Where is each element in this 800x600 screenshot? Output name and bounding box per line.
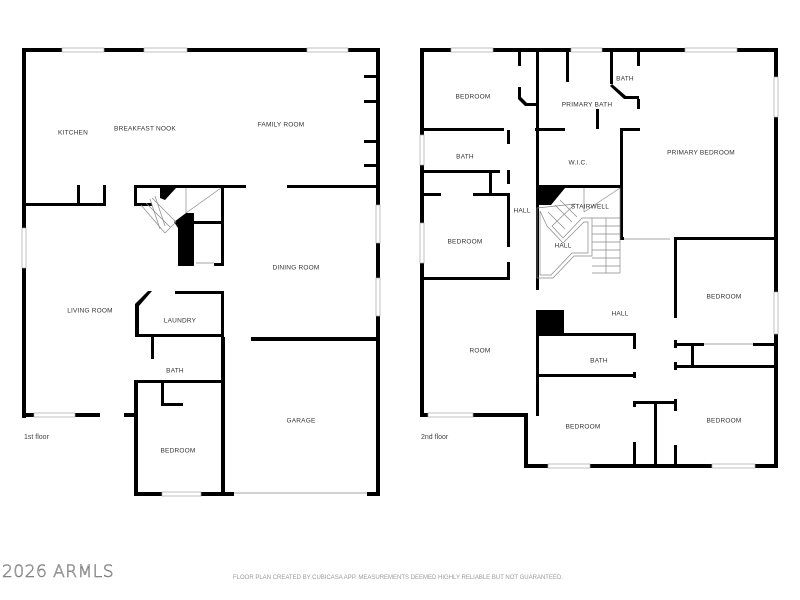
room-label-room: ROOM xyxy=(469,347,491,355)
first-floor-windows xyxy=(21,47,381,497)
room-label-bedroom: BEDROOM xyxy=(447,238,483,246)
room-label-family-room: FAMILY ROOM xyxy=(257,121,305,129)
room-label-dining-room: DINING ROOM xyxy=(272,264,320,272)
room-label-hall: HALL xyxy=(513,207,531,215)
room-label-living-room: LIVING ROOM xyxy=(67,307,113,315)
room-label-bath: BATH xyxy=(456,153,474,161)
room-label-wic: W.I.C. xyxy=(568,159,588,167)
room-label-bedroom: BEDROOM xyxy=(706,293,742,301)
room-label-stairwell: STAIRWELL xyxy=(570,203,610,211)
room-label-kitchen: KITCHEN xyxy=(58,129,88,137)
room-label-bath: BATH xyxy=(616,75,634,83)
room-label-hall: HALL xyxy=(611,310,629,318)
second-floor-label: 2nd floor xyxy=(421,434,449,441)
second-floor-walls xyxy=(420,48,778,468)
room-label-bedroom: BEDROOM xyxy=(565,423,601,431)
room-label-primary-bedroom: PRIMARY BEDROOM xyxy=(667,149,735,157)
room-label-bath: BATH xyxy=(166,367,184,375)
watermark: 2026 ARMLS xyxy=(2,562,115,583)
room-label-hall: HALL xyxy=(554,242,572,250)
first-floor-label: 1st floor xyxy=(24,434,49,441)
room-label-bedroom: BEDROOM xyxy=(455,93,491,101)
room-label-bath: BATH xyxy=(590,357,608,365)
room-label-garage: GARAGE xyxy=(286,417,316,425)
disclaimer-text: FLOOR PLAN CREATED BY CUBICASA APP. MEAS… xyxy=(233,575,563,581)
room-label-bedroom: BEDROOM xyxy=(160,447,196,455)
second-floor-stairs xyxy=(536,187,621,279)
second-floor-windows xyxy=(419,47,779,469)
room-label-breakfast-nook: BREAKFAST NOOK xyxy=(114,125,176,133)
room-label-primary-bath: PRIMARY BATH xyxy=(561,101,613,109)
room-label-laundry: LAUNDRY xyxy=(163,317,197,325)
first-floor-stairs xyxy=(140,187,222,264)
room-label-bedroom: BEDROOM xyxy=(706,417,742,425)
first-floor-walls xyxy=(22,48,380,496)
